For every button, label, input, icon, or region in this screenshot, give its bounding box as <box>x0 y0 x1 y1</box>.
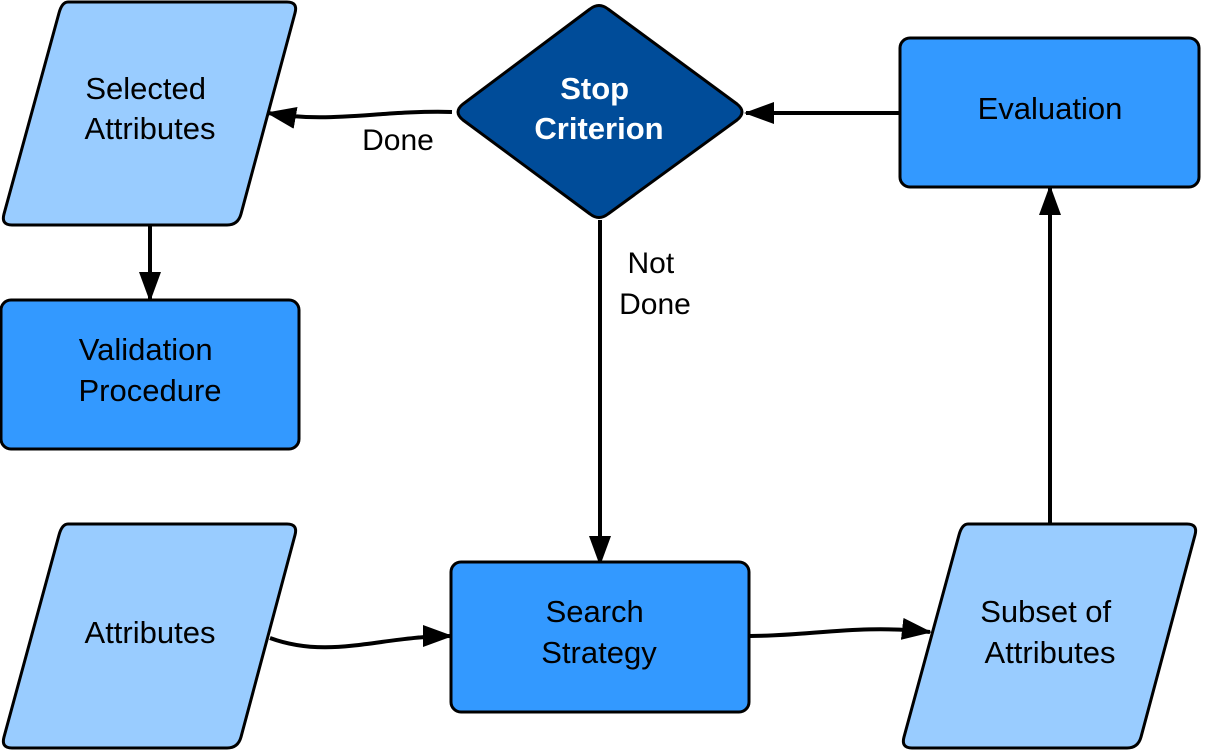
selected-attributes-label-line-1: Selected <box>85 71 206 106</box>
edge-label-not-done-line-2: Done <box>619 288 691 321</box>
evaluation-label: Evaluation <box>978 91 1123 126</box>
attributes-shape <box>1 522 298 750</box>
edge-label-done: Done <box>362 124 434 157</box>
validation-procedure-shape <box>0 298 301 451</box>
subset-of-attributes-label: Subset of Attributes <box>980 594 1120 670</box>
selected-attributes-label-line-2: Attributes <box>85 111 216 146</box>
edge-label-not-done: Not Done <box>619 247 691 321</box>
node-evaluation: Evaluation <box>898 36 1201 189</box>
subset-of-attributes-label-line-1: Subset of <box>980 594 1111 629</box>
stop-criterion-label-line-2: Criterion <box>534 111 663 146</box>
selected-attributes-shape <box>1 0 298 227</box>
validation-procedure-label-line-1: Validation <box>79 332 213 367</box>
attributes-label-line-1: Attributes <box>85 615 216 650</box>
edges <box>139 102 1061 650</box>
edge-search-to-subset <box>749 617 932 640</box>
validation-procedure-label-line-2: Procedure <box>78 373 221 408</box>
evaluation-shape <box>898 36 1201 189</box>
node-attributes: Attributes <box>1 522 298 750</box>
stop-criterion-label: Stop Criterion <box>534 71 663 146</box>
stop-criterion-shape <box>456 4 744 219</box>
evaluation-label-line-1: Evaluation <box>978 91 1123 126</box>
node-stop-criterion: Stop Criterion <box>456 4 744 219</box>
validation-procedure-label: Validation Procedure <box>78 332 221 408</box>
subset-of-attributes-shape <box>901 522 1198 750</box>
search-strategy-label-line-2: Strategy <box>541 635 657 670</box>
search-strategy-shape <box>449 560 751 714</box>
search-strategy-label-line-1: Search <box>546 594 644 629</box>
selected-attributes-label: Selected Attributes <box>85 71 216 146</box>
search-strategy-label: Search Strategy <box>541 594 657 670</box>
edge-attributes-to-search <box>269 625 453 650</box>
attributes-label: Attributes <box>85 615 216 650</box>
subset-of-attributes-label-line-2: Attributes <box>985 635 1116 670</box>
node-search-strategy: Search Strategy <box>449 560 751 714</box>
node-subset-of-attributes: Subset of Attributes <box>901 522 1198 750</box>
node-validation-procedure: Validation Procedure <box>0 298 301 451</box>
edge-label-not-done-line-1: Not <box>627 247 674 280</box>
stop-criterion-label-line-1: Stop <box>560 71 629 106</box>
edge-done <box>266 107 453 129</box>
node-selected-attributes: Selected Attributes <box>1 0 298 227</box>
